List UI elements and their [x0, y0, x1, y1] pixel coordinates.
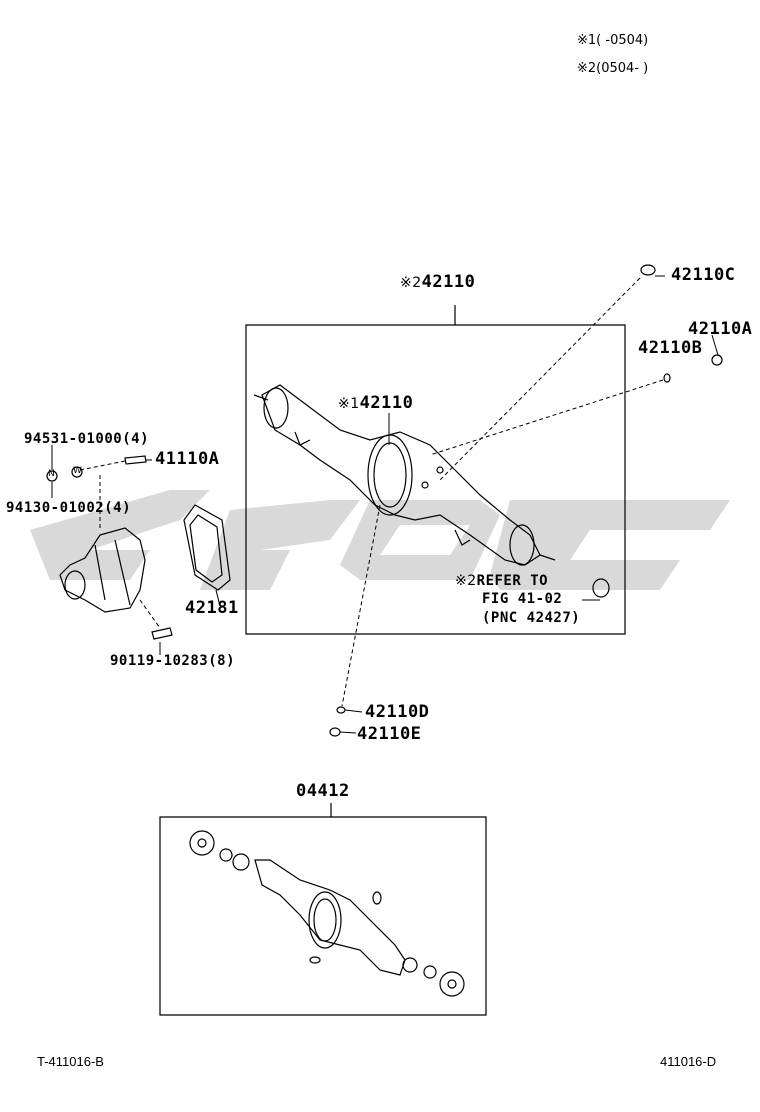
label-42110e[interactable]: 42110E — [357, 724, 422, 744]
label-42110d[interactable]: 42110D — [365, 702, 430, 722]
axle-frame — [245, 305, 626, 635]
label-42110-inner[interactable]: ※142110 — [338, 395, 413, 412]
footer-right-code: 411016-D — [660, 1054, 717, 1069]
stud-bolt — [124, 455, 147, 465]
note-2: ※2(0504- ) — [577, 62, 648, 75]
plug-42110b — [663, 373, 671, 383]
label-90119[interactable]: 90119-10283(8) — [110, 653, 236, 669]
note-2-mark: ※2 — [577, 61, 597, 76]
label-94531[interactable]: 94531-01000(4) — [24, 431, 150, 447]
label-42110-top-mark: ※2 — [400, 275, 422, 291]
carrier-drawing — [59, 527, 146, 613]
label-42110-top[interactable]: ※242110 — [400, 274, 475, 291]
kit-seal-left — [189, 830, 215, 856]
washer-n-letter: N — [48, 469, 55, 479]
gasket-drawing — [183, 504, 231, 591]
label-94130[interactable]: 94130-01002(4) — [6, 500, 132, 516]
footer-left-code: T-411016-B — [37, 1054, 104, 1069]
washer-w-icon — [71, 466, 83, 478]
label-42110b[interactable]: 42110B — [638, 338, 703, 358]
refer-text-1: REFER TO — [476, 573, 549, 589]
part-42427 — [592, 578, 610, 598]
plug-42110e — [329, 727, 341, 737]
note-1: ※1( -0504) — [577, 34, 648, 47]
plug-42110c — [640, 264, 656, 276]
kit-housing-drawing — [254, 859, 406, 976]
label-04412[interactable]: 04412 — [296, 781, 350, 801]
plug-42110a — [711, 354, 723, 366]
label-42110-top-number: 42110 — [421, 272, 476, 292]
axle-housing-drawing — [261, 384, 541, 566]
kit-frame — [159, 803, 487, 1016]
bolt-90119 — [151, 627, 173, 640]
refer-line-3: (PNC 42427) — [482, 610, 581, 626]
axle-center-ring — [367, 434, 413, 516]
washer-n-icon — [46, 470, 58, 482]
label-41110a[interactable]: 41110A — [155, 449, 220, 469]
note-1-text: ( -0504) — [596, 33, 649, 48]
label-42181[interactable]: 42181 — [185, 598, 239, 618]
plug-42110d — [336, 706, 346, 714]
refer-mark: ※2 — [455, 573, 477, 589]
label-42110a-right[interactable]: 42110A — [688, 319, 753, 339]
refer-line-1: ※2REFER TO — [455, 574, 548, 588]
label-42110-inner-mark: ※1 — [338, 396, 360, 412]
kit-seal-right — [439, 971, 465, 997]
note-1-mark: ※1 — [577, 33, 597, 48]
refer-line-2[interactable]: FIG 41-02 — [482, 591, 563, 607]
watermark-logo — [30, 490, 730, 590]
note-2-text: (0504- ) — [596, 61, 649, 76]
label-42110c[interactable]: 42110C — [671, 265, 736, 285]
washer-w-letter: W — [73, 466, 82, 476]
label-42110-inner-number: 42110 — [359, 393, 414, 413]
